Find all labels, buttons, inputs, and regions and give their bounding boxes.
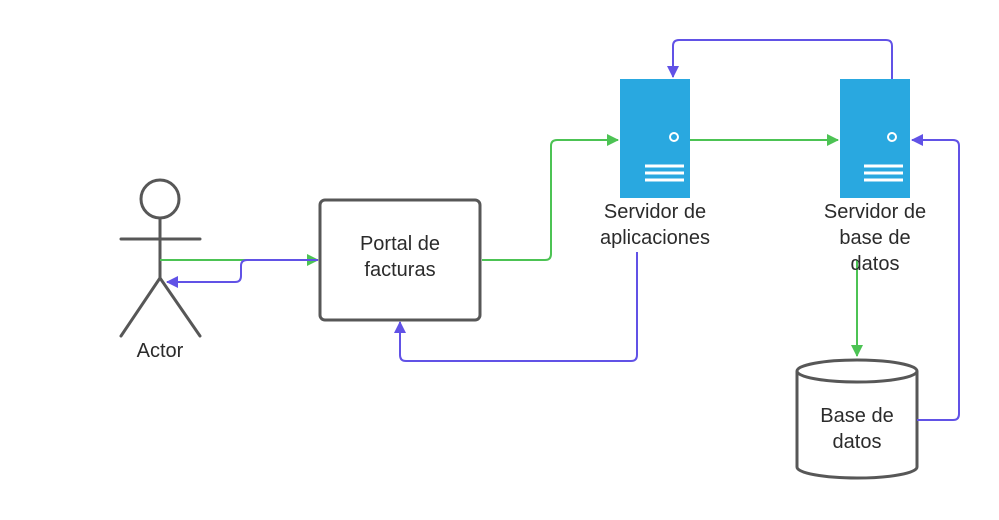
- connector-app-server-to-portal: [394, 252, 638, 362]
- database-cylinder-body: [795, 371, 919, 480]
- app-server-label: Servidor de aplicaciones: [599, 201, 711, 249]
- connector-portal-to-app-server: [482, 134, 619, 261]
- portal-box: [318, 198, 482, 322]
- database-cylinder-icon: [795, 358, 919, 480]
- db-server-label: Servidor de base de datos: [823, 201, 927, 275]
- app-server-icon: [620, 79, 690, 198]
- database-label: Base de datos: [820, 405, 894, 453]
- connector-portal-to-actor: [166, 259, 318, 288]
- db-server-led: [887, 132, 897, 142]
- db-server-body: [840, 79, 910, 198]
- database-cylinder-top: [795, 358, 919, 384]
- actor-head: [139, 178, 181, 220]
- connector-db-server-to-app-server: [667, 39, 893, 79]
- actor-label: Actor: [136, 340, 184, 362]
- app-server-led: [669, 132, 679, 142]
- actor-stick-figure-icon: [119, 178, 202, 338]
- actor-right-leg: [158, 276, 202, 338]
- connector-database-to-db-server: [911, 134, 960, 421]
- db-server-icon: [840, 79, 910, 198]
- portal-label: Portal de facturas: [359, 233, 441, 281]
- actor-left-leg: [119, 276, 162, 338]
